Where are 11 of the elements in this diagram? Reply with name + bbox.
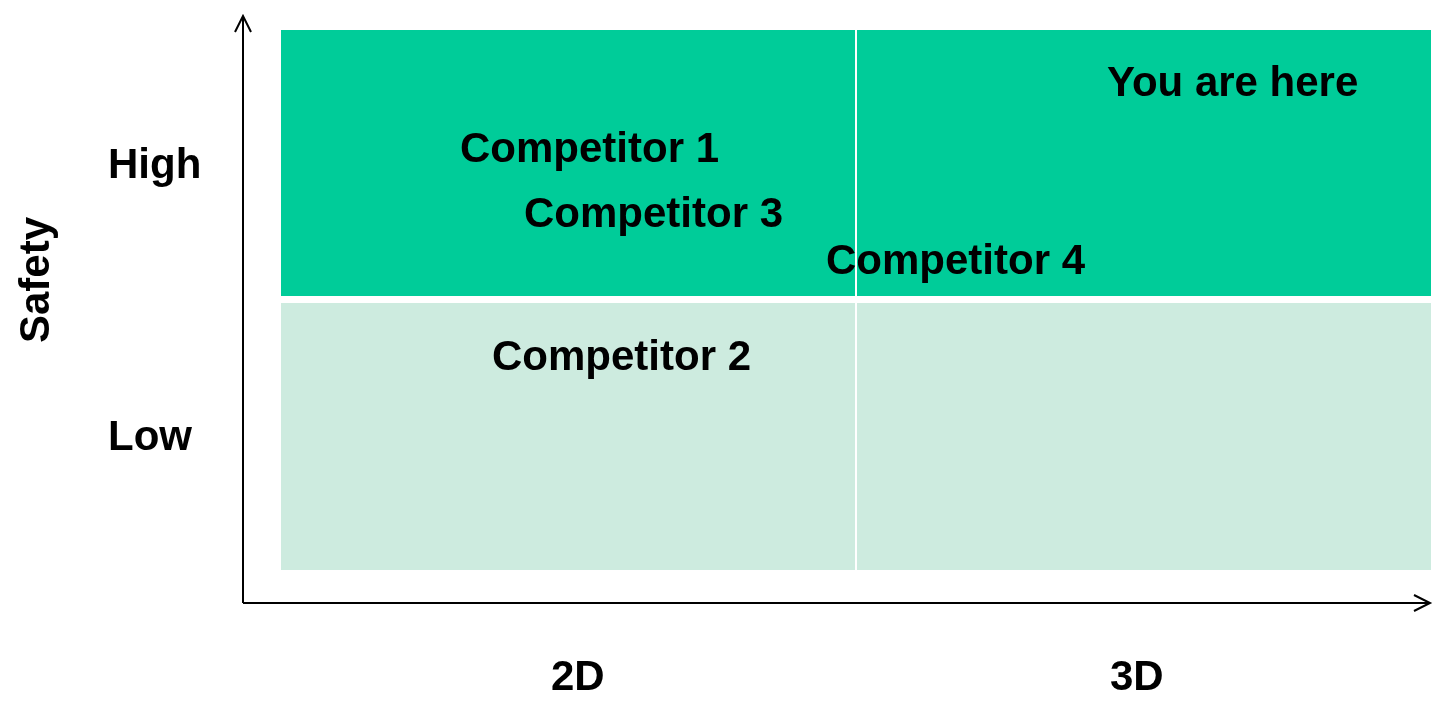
axis-value-label: High: [108, 140, 202, 188]
axis-value-label: 2D: [551, 652, 605, 700]
competitor-label: Competitor 2: [492, 332, 751, 380]
axis-value-label: 3D: [1110, 652, 1164, 700]
position-label: You are here: [1107, 58, 1359, 106]
quadrant-box: [857, 303, 1431, 570]
quadrant-box: [281, 303, 855, 570]
competitor-label: Competitor 3: [524, 189, 783, 237]
axis-title: Safety: [11, 216, 60, 344]
competitor-label: Competitor 1: [460, 124, 719, 172]
axis-value-label: Low: [108, 412, 192, 460]
